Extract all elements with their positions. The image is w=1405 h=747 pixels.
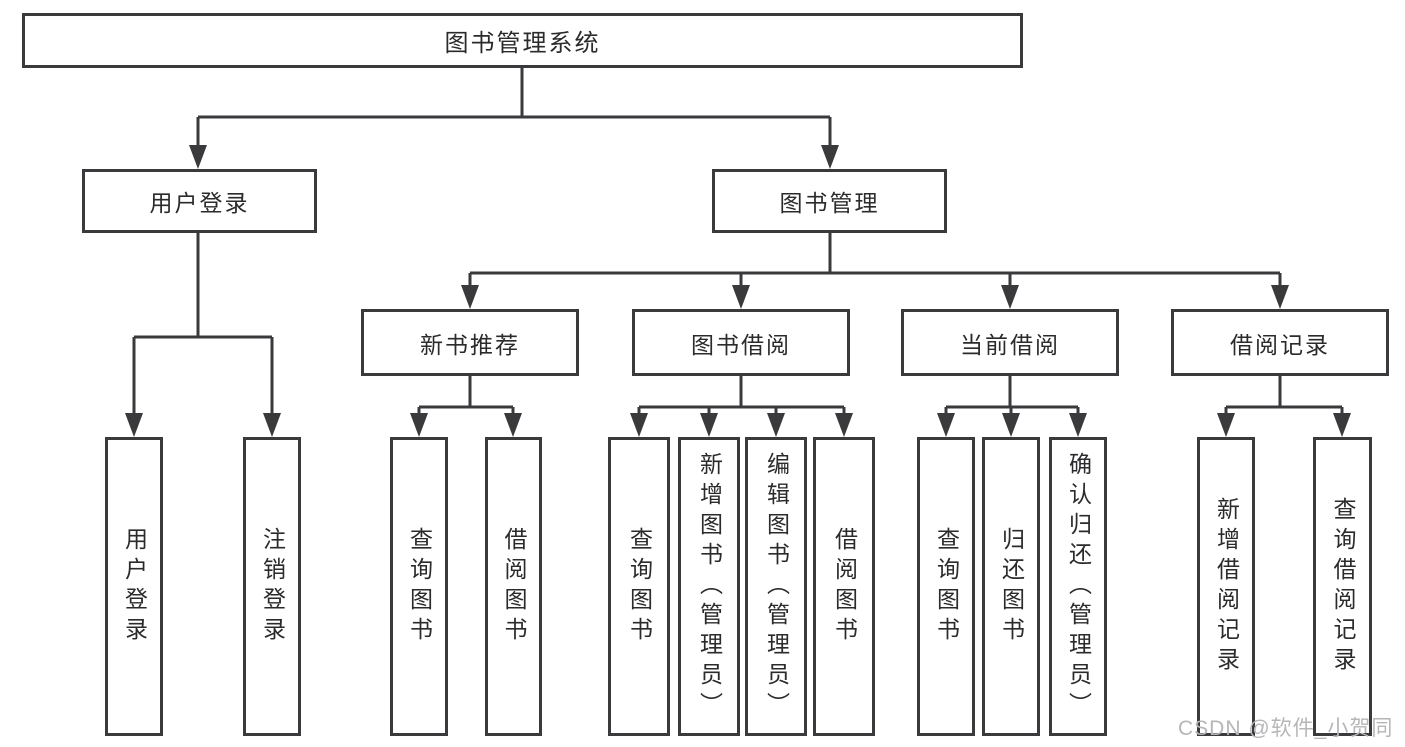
arrowhead-icons <box>125 145 1351 437</box>
leaf-edit-books-admin: 编辑图书（管理员） <box>745 437 807 736</box>
leaf-add-books-admin: 新增图书（管理员） <box>678 437 740 736</box>
leaf-logout-login: 注销登录 <box>243 437 301 736</box>
leaf-add-borrow-record: 新增借阅记录 <box>1197 437 1255 736</box>
leaf-borrow-books: 借阅图书 <box>813 437 875 736</box>
leaf-query-borrow-record: 查询借阅记录 <box>1313 437 1372 736</box>
leaf-borrow-books-recommend: 借阅图书 <box>485 437 542 736</box>
node-book-management: 图书管理 <box>712 169 947 233</box>
node-root: 图书管理系统 <box>22 13 1023 68</box>
leaf-user-login: 用户登录 <box>105 437 163 736</box>
node-book-borrow: 图书借阅 <box>632 309 850 376</box>
node-current-borrow: 当前借阅 <box>901 309 1119 376</box>
watermark-text: CSDN @软件_小贺同学 <box>1178 717 1394 740</box>
leaf-confirm-return-admin: 确认归还（管理员） <box>1049 437 1107 736</box>
leaf-query-books-borrow: 查询图书 <box>608 437 670 736</box>
leaf-query-books-recommend: 查询图书 <box>390 437 448 736</box>
leaf-query-books-current: 查询图书 <box>917 437 975 736</box>
leaf-return-books: 归还图书 <box>982 437 1040 736</box>
node-new-book-recommend: 新书推荐 <box>361 309 579 376</box>
node-borrow-records: 借阅记录 <box>1171 309 1389 376</box>
node-user-login: 用户登录 <box>82 169 317 233</box>
